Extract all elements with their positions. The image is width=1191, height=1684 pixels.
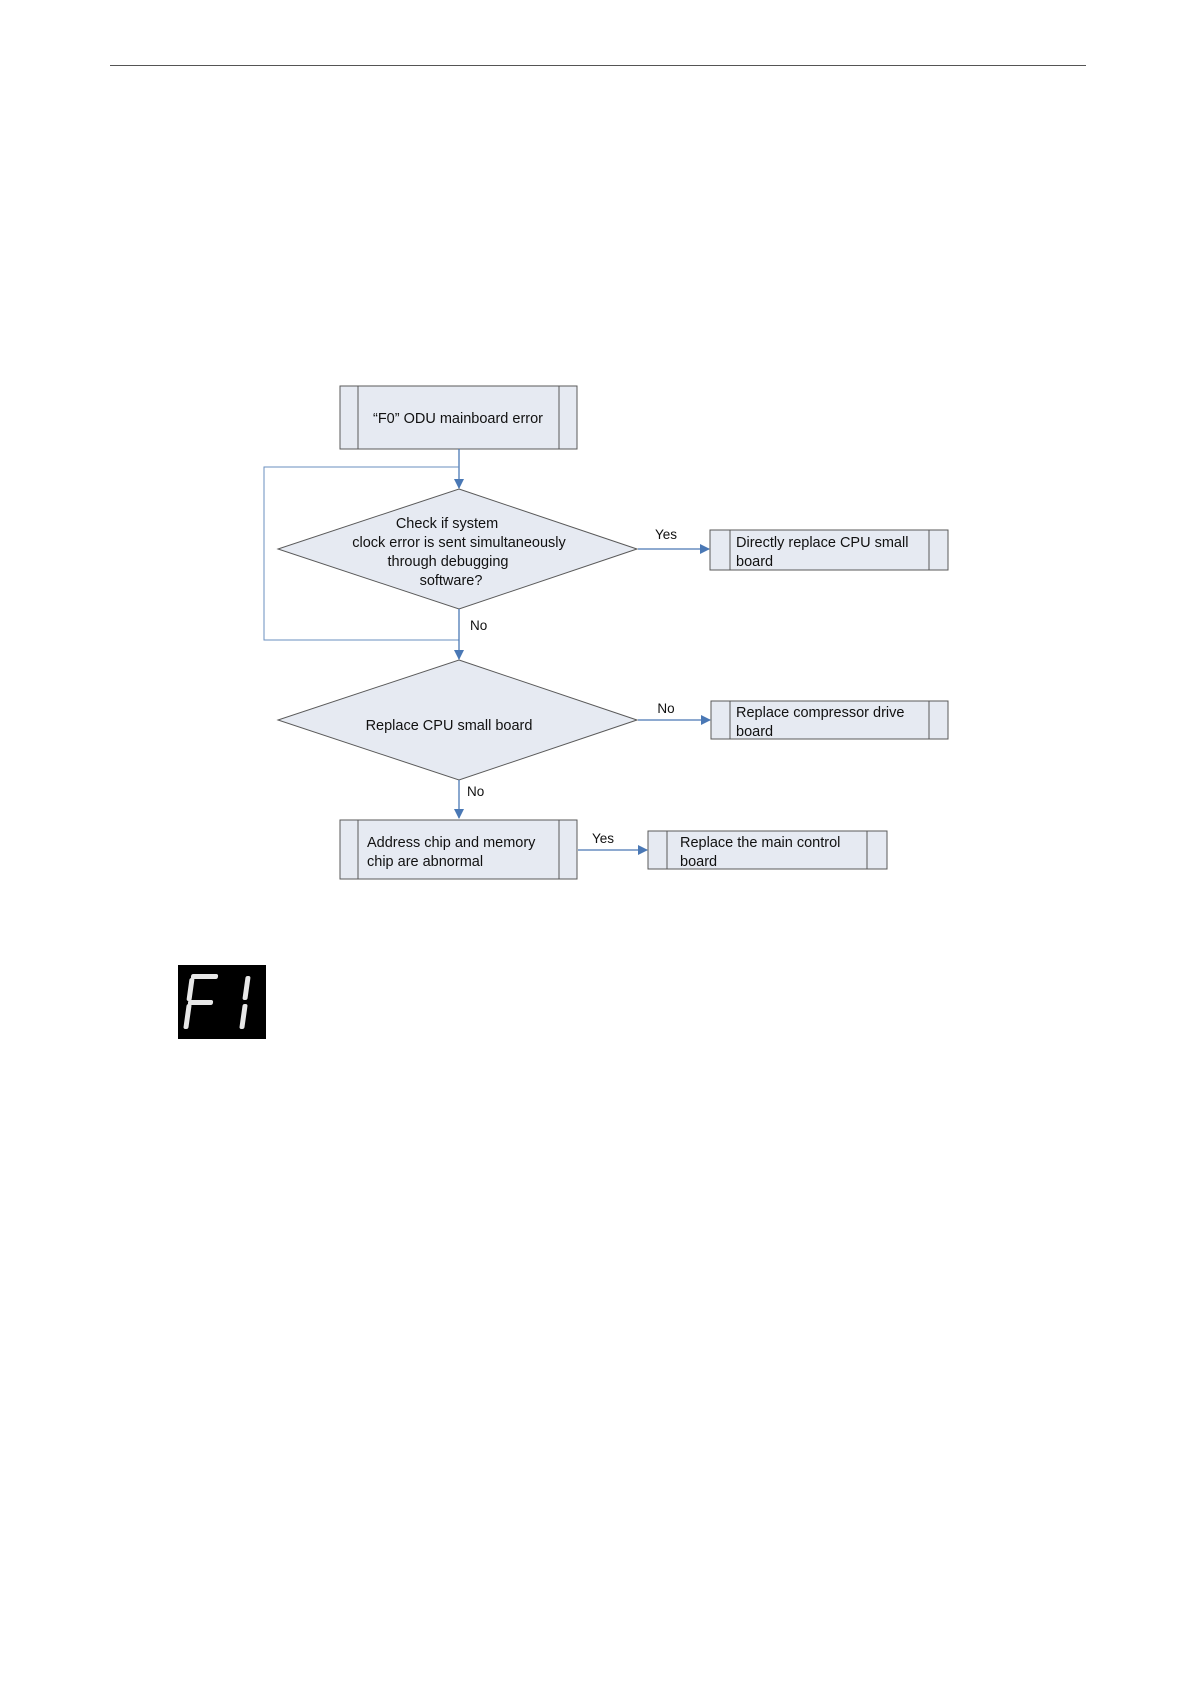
result1-box: Directly replace CPU small board <box>710 530 948 570</box>
decision1: Check if system clock error is sent simu… <box>278 489 637 609</box>
decision1-line-1: Check if system <box>396 516 498 532</box>
decision2-label: Replace CPU small board <box>366 718 533 734</box>
result3-box: Replace the main control board <box>648 831 887 870</box>
decision1-line-3: through debugging <box>388 554 509 570</box>
result3-line-2: board <box>680 854 717 870</box>
decision2: Replace CPU small board <box>278 660 637 780</box>
seven-segment-display-icon <box>178 965 266 1039</box>
decision1-line-4: software? <box>420 573 483 589</box>
p3-yes-label: Yes <box>592 831 614 846</box>
result2-box: Replace compressor drive board <box>711 701 948 740</box>
d2-no-down-label: No <box>467 784 484 799</box>
process3-line-1: Address chip and memory <box>367 835 536 851</box>
process3-box: Address chip and memory chip are abnorma… <box>340 820 577 879</box>
result1-line-1: Directly replace CPU small <box>736 535 908 551</box>
process3-line-2: chip are abnormal <box>367 854 483 870</box>
decision1-line-2: clock error is sent simultaneously <box>352 535 566 551</box>
result3-line-1: Replace the main control <box>680 835 840 851</box>
start-box: “F0” ODU mainboard error <box>340 386 577 449</box>
result2-line-1: Replace compressor drive <box>736 705 904 721</box>
d1-yes-label: Yes <box>655 527 677 542</box>
result2-line-2: board <box>736 724 773 740</box>
start-box-label: “F0” ODU mainboard error <box>373 411 543 427</box>
result1-line-2: board <box>736 554 773 570</box>
d2-no-right-label: No <box>657 701 674 716</box>
d1-no-label: No <box>470 618 487 633</box>
